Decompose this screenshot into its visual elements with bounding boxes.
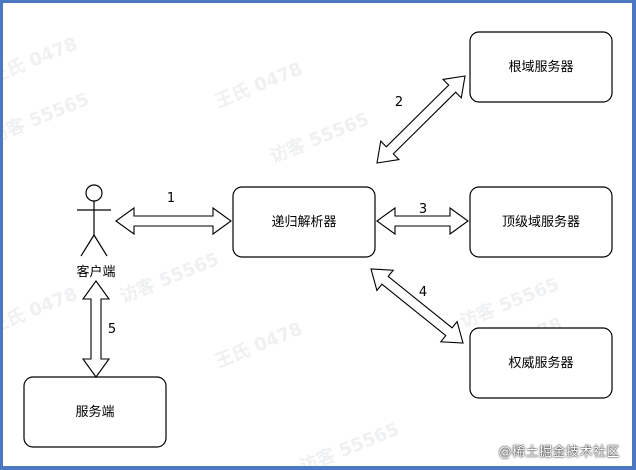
node-authoritative-label: 权威服务器 <box>508 355 573 371</box>
arrow-resolver-root <box>376 75 466 164</box>
footer-watermark: @稀土掘金技术社区 <box>498 445 620 460</box>
node-tld: 顶级域服务器 <box>469 186 613 258</box>
node-server: 服务端 <box>23 376 167 448</box>
watermark-text: 访客 55565 <box>297 418 402 466</box>
watermark-text: 访客 55565 <box>267 108 372 168</box>
arrow-client-server <box>81 280 111 378</box>
node-resolver-label: 递归解析器 <box>271 215 336 230</box>
edge-label-5: 5 <box>108 322 116 337</box>
watermark-text: 王氏 0478 <box>212 59 306 113</box>
node-tld-label: 顶级域服务器 <box>502 214 580 230</box>
edge-label-2: 2 <box>395 95 403 110</box>
arrow-resolver-authoritative <box>370 268 464 344</box>
client-actor-icon <box>77 184 111 257</box>
node-resolver: 递归解析器 <box>232 186 376 258</box>
watermark-text: 访客 55565 <box>117 248 222 308</box>
arrow-client-resolver <box>115 206 232 236</box>
client-label: 客户端 <box>76 264 115 280</box>
edge-label-4: 4 <box>419 285 427 300</box>
arrow-resolver-tld <box>376 206 469 236</box>
watermark-text: 王氏 0478 <box>3 284 81 338</box>
watermark-text: 访客 55565 <box>3 88 92 148</box>
arrow-layer <box>81 75 469 378</box>
node-authoritative: 权威服务器 <box>469 327 613 399</box>
node-root-label: 根域服务器 <box>508 59 573 75</box>
watermark-text: 王氏 0478 <box>3 34 81 88</box>
edge-label-1: 1 <box>167 191 175 206</box>
edge-label-3: 3 <box>419 202 427 217</box>
node-root: 根域服务器 <box>469 31 613 103</box>
node-server-label: 服务端 <box>75 404 114 420</box>
dns-diagram: 王氏 0478 访客 55565 王氏 0478 访客 55565 王氏 047… <box>3 31 613 466</box>
watermark-text: 王氏 0478 <box>212 319 306 373</box>
